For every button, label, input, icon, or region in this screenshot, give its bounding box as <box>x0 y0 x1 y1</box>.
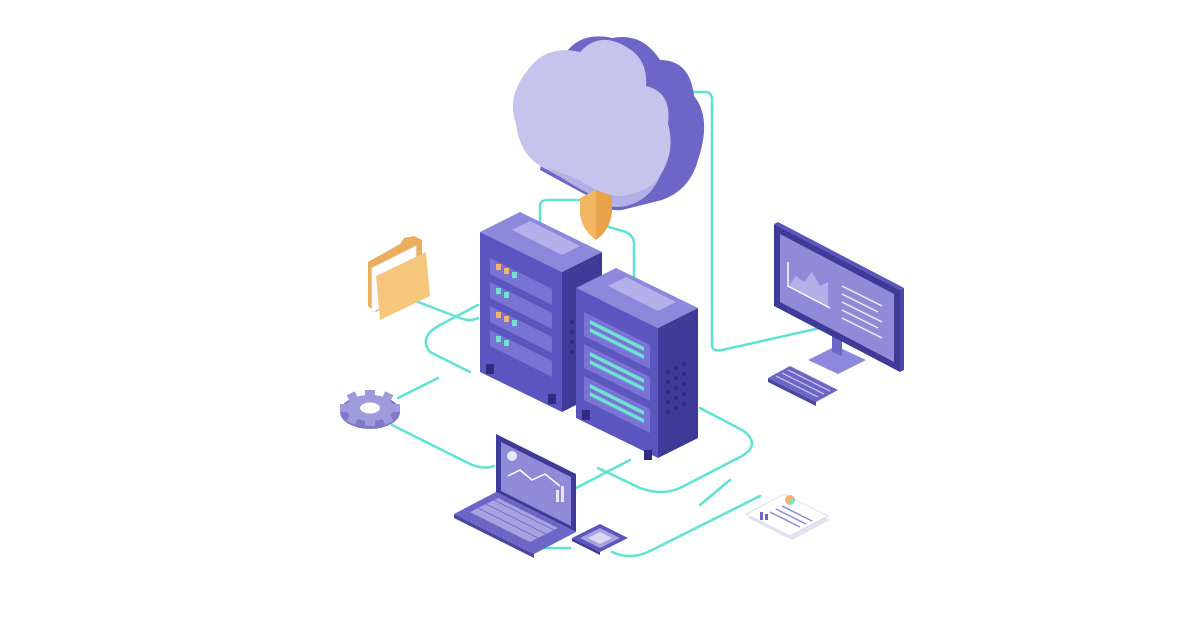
connector-tablet-report <box>610 478 762 558</box>
connector-laptop-loop <box>574 458 632 490</box>
laptop-icon <box>454 434 576 558</box>
cloud-icon <box>512 36 705 211</box>
keyboard-icon <box>768 366 838 406</box>
monitor-icon <box>774 222 904 374</box>
folder-icon <box>368 236 430 320</box>
server-rack-icon-2 <box>576 268 698 460</box>
report-document-icon <box>744 493 830 540</box>
gear-icon <box>340 390 400 429</box>
shield-icon <box>580 190 612 240</box>
connector-main-loop <box>424 303 754 494</box>
connector-folder-servers <box>403 295 480 322</box>
connector-gear-laptop <box>390 423 496 469</box>
connector-gear-loop <box>396 376 440 400</box>
tablet-icon <box>572 524 628 555</box>
